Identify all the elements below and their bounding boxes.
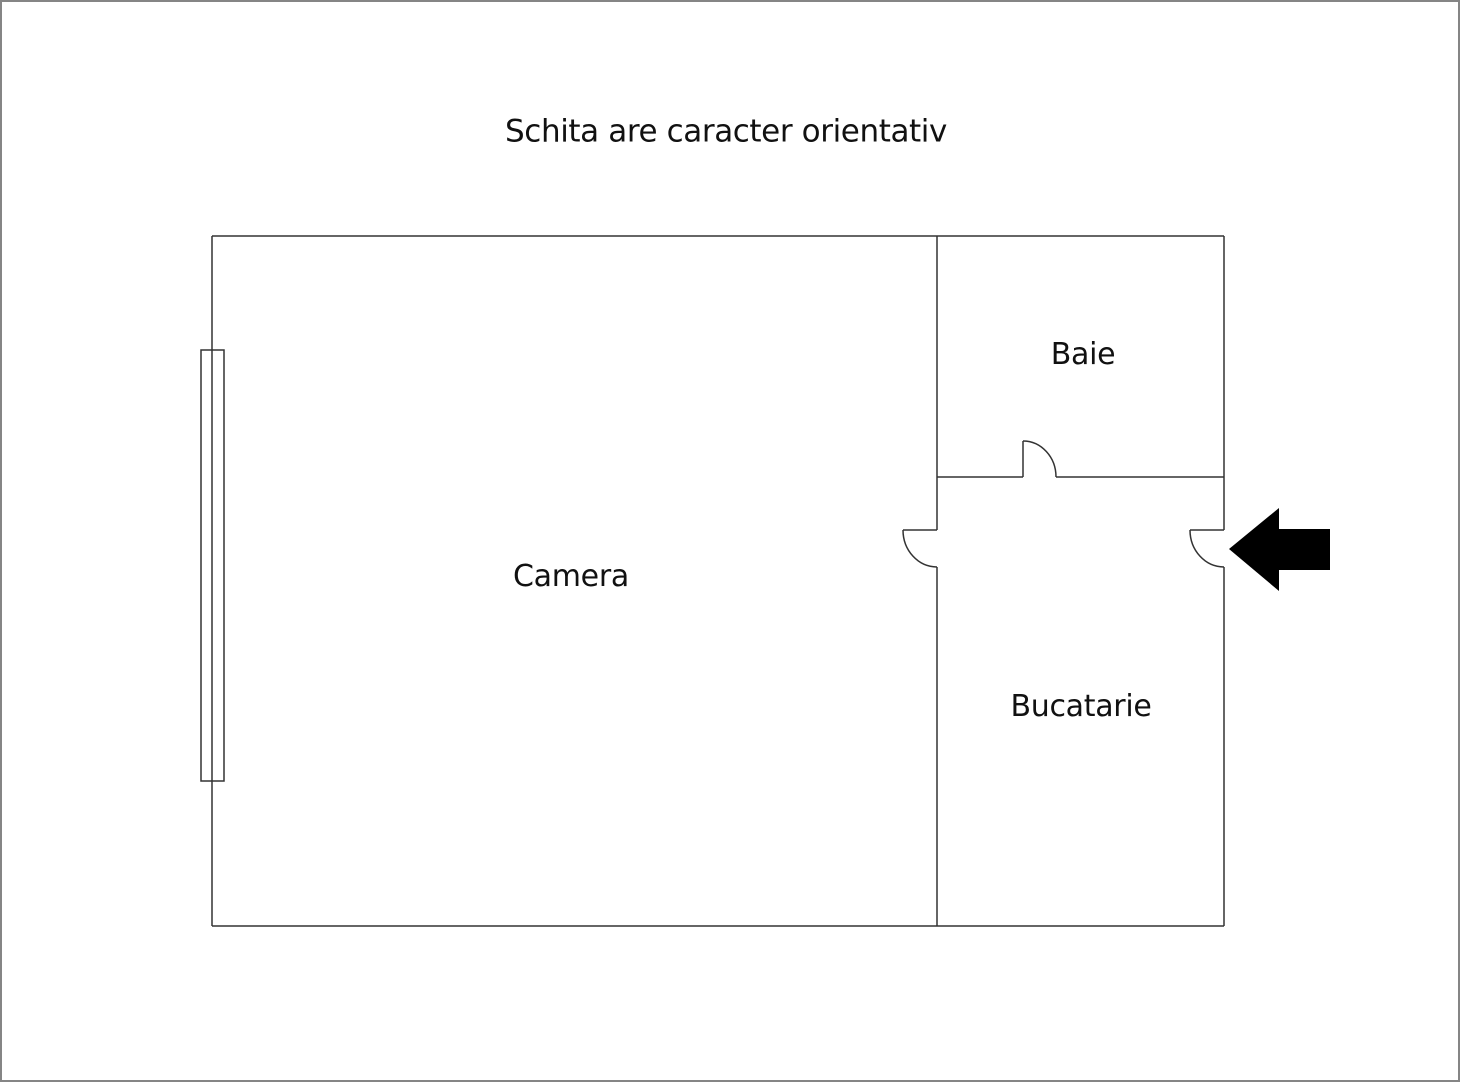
room-label-bucatarie: Bucatarie (1010, 689, 1152, 724)
door-baie (1022, 440, 1057, 478)
room-label-camera: Camera (513, 559, 629, 594)
door-entrance (1189, 529, 1225, 568)
door-camera (902, 529, 938, 568)
window (200, 349, 225, 782)
room-label-baie: Baie (1050, 337, 1116, 372)
page-title: Schita are caracter orientativ (505, 113, 947, 150)
entrance-arrow-icon (1229, 508, 1330, 591)
outer-walls (211, 235, 1225, 927)
